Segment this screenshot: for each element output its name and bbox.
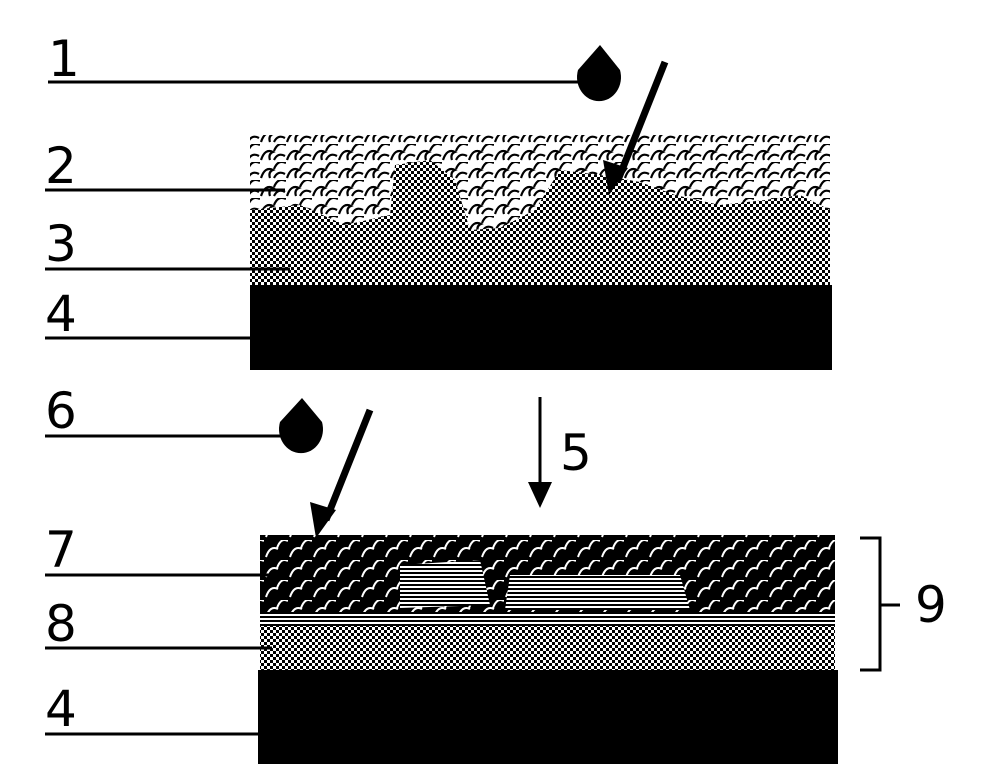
label-2: 2 xyxy=(45,137,77,195)
label-7: 7 xyxy=(45,521,77,579)
label-6: 6 xyxy=(45,382,77,440)
label-4-bottom: 4 xyxy=(45,680,77,738)
label-8: 8 xyxy=(45,595,77,653)
layer-7-8-boundary xyxy=(260,612,835,626)
top-stack xyxy=(250,135,832,370)
application-arrow-6 xyxy=(326,410,370,520)
layer-8-checkered xyxy=(260,626,835,670)
label-9: 9 xyxy=(915,576,947,634)
layer-7-interface xyxy=(505,575,690,610)
droplet-6-icon xyxy=(279,398,323,453)
layer-7-interface xyxy=(400,560,490,608)
layer-4-substrate-top xyxy=(250,285,832,370)
label-5: 5 xyxy=(560,424,592,482)
brace-9 xyxy=(860,538,900,670)
droplet-6-group xyxy=(279,398,370,538)
layer-4-substrate-bottom xyxy=(258,670,838,764)
label-1: 1 xyxy=(48,30,80,88)
label-3: 3 xyxy=(45,215,77,273)
bottom-stack xyxy=(258,535,838,764)
label-4-top: 4 xyxy=(45,285,77,343)
process-arrow-5 xyxy=(528,397,552,508)
droplet-1-icon xyxy=(577,45,621,101)
